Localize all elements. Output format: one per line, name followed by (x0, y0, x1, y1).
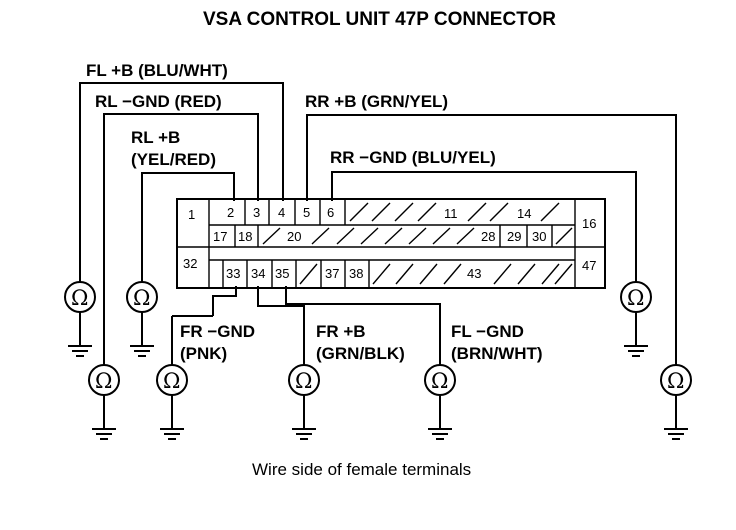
label-fr-minus-gnd: FR −GND (180, 322, 255, 341)
pin-38: 38 (349, 266, 363, 281)
ohm-icon: Ω (431, 369, 448, 393)
label-fl-minus-gnd: FL −GND (451, 322, 524, 341)
wire-fl-plus-b (79, 82, 284, 283)
ohm-icon: Ω (295, 369, 312, 393)
ohm-icon: Ω (71, 286, 88, 310)
label-fr-plus-b: FR +B (316, 322, 366, 341)
pin-17: 17 (213, 229, 227, 244)
pin-28: 28 (481, 229, 495, 244)
pin-16: 16 (582, 216, 596, 231)
label-rl-plus-b-color: (YEL/RED) (131, 150, 216, 169)
wire-rr-minus-gnd (331, 171, 637, 283)
ohm-icon: Ω (95, 369, 112, 393)
label-rl-plus-b: RL +B (131, 128, 180, 147)
ohm-icon: Ω (627, 286, 644, 310)
ohmmeter-6: Ω (424, 364, 456, 440)
label-fr-plus-b-color: (GRN/BLK) (316, 344, 405, 363)
wire-rl-minus-gnd (103, 113, 259, 366)
label-fl-minus-gnd-color: (BRN/WHT) (451, 344, 543, 363)
wire-rl-plus-b (141, 172, 235, 283)
label-rl-minus-gnd: RL −GND (RED) (95, 92, 222, 111)
wire-rr-plus-b (306, 114, 677, 366)
pin-29: 29 (507, 229, 521, 244)
pin-20: 20 (287, 229, 301, 244)
pin-14: 14 (517, 206, 531, 221)
connector-body (176, 198, 606, 289)
pin-5: 5 (303, 205, 310, 220)
pin-34: 34 (251, 266, 265, 281)
pin-33: 33 (226, 266, 240, 281)
label-rr-minus-gnd: RR −GND (BLU/YEL) (330, 148, 496, 167)
pin-47: 47 (582, 258, 596, 273)
wire-fr-minus-gnd-a (212, 286, 237, 316)
pin-18: 18 (238, 229, 252, 244)
pin-3: 3 (253, 205, 260, 220)
pin-6: 6 (327, 205, 334, 220)
label-fr-minus-gnd-color: (PNK) (180, 344, 227, 363)
diagram-title: VSA CONTROL UNIT 47P CONNECTOR (203, 9, 556, 30)
ohm-icon: Ω (133, 286, 150, 310)
pin-2: 2 (227, 205, 234, 220)
pin-30: 30 (532, 229, 546, 244)
label-rr-plus-b: RR +B (GRN/YEL) (305, 92, 448, 111)
pin-37: 37 (325, 266, 339, 281)
pin-4: 4 (278, 205, 285, 220)
ohmmeter-8: Ω (660, 364, 692, 440)
ohmmeter-3: Ω (126, 281, 158, 357)
ohmmeter-4: Ω (156, 364, 188, 440)
pin-1: 1 (188, 207, 195, 222)
wire-fr-plus-b (257, 286, 305, 366)
wire-fl-minus-gnd (285, 286, 441, 366)
label-fl-plus-b: FL +B (BLU/WHT) (86, 61, 228, 80)
ohmmeter-2: Ω (88, 364, 120, 440)
pin-35: 35 (275, 266, 289, 281)
ohm-icon: Ω (667, 369, 684, 393)
ohmmeter-5: Ω (288, 364, 320, 440)
pin-32: 32 (183, 256, 197, 271)
ohm-icon: Ω (163, 369, 180, 393)
ohmmeter-1: Ω (64, 281, 96, 357)
ohmmeter-7: Ω (620, 281, 652, 357)
pin-11: 11 (444, 206, 458, 221)
pin-43: 43 (467, 266, 481, 281)
diagram-caption: Wire side of female terminals (252, 460, 471, 479)
